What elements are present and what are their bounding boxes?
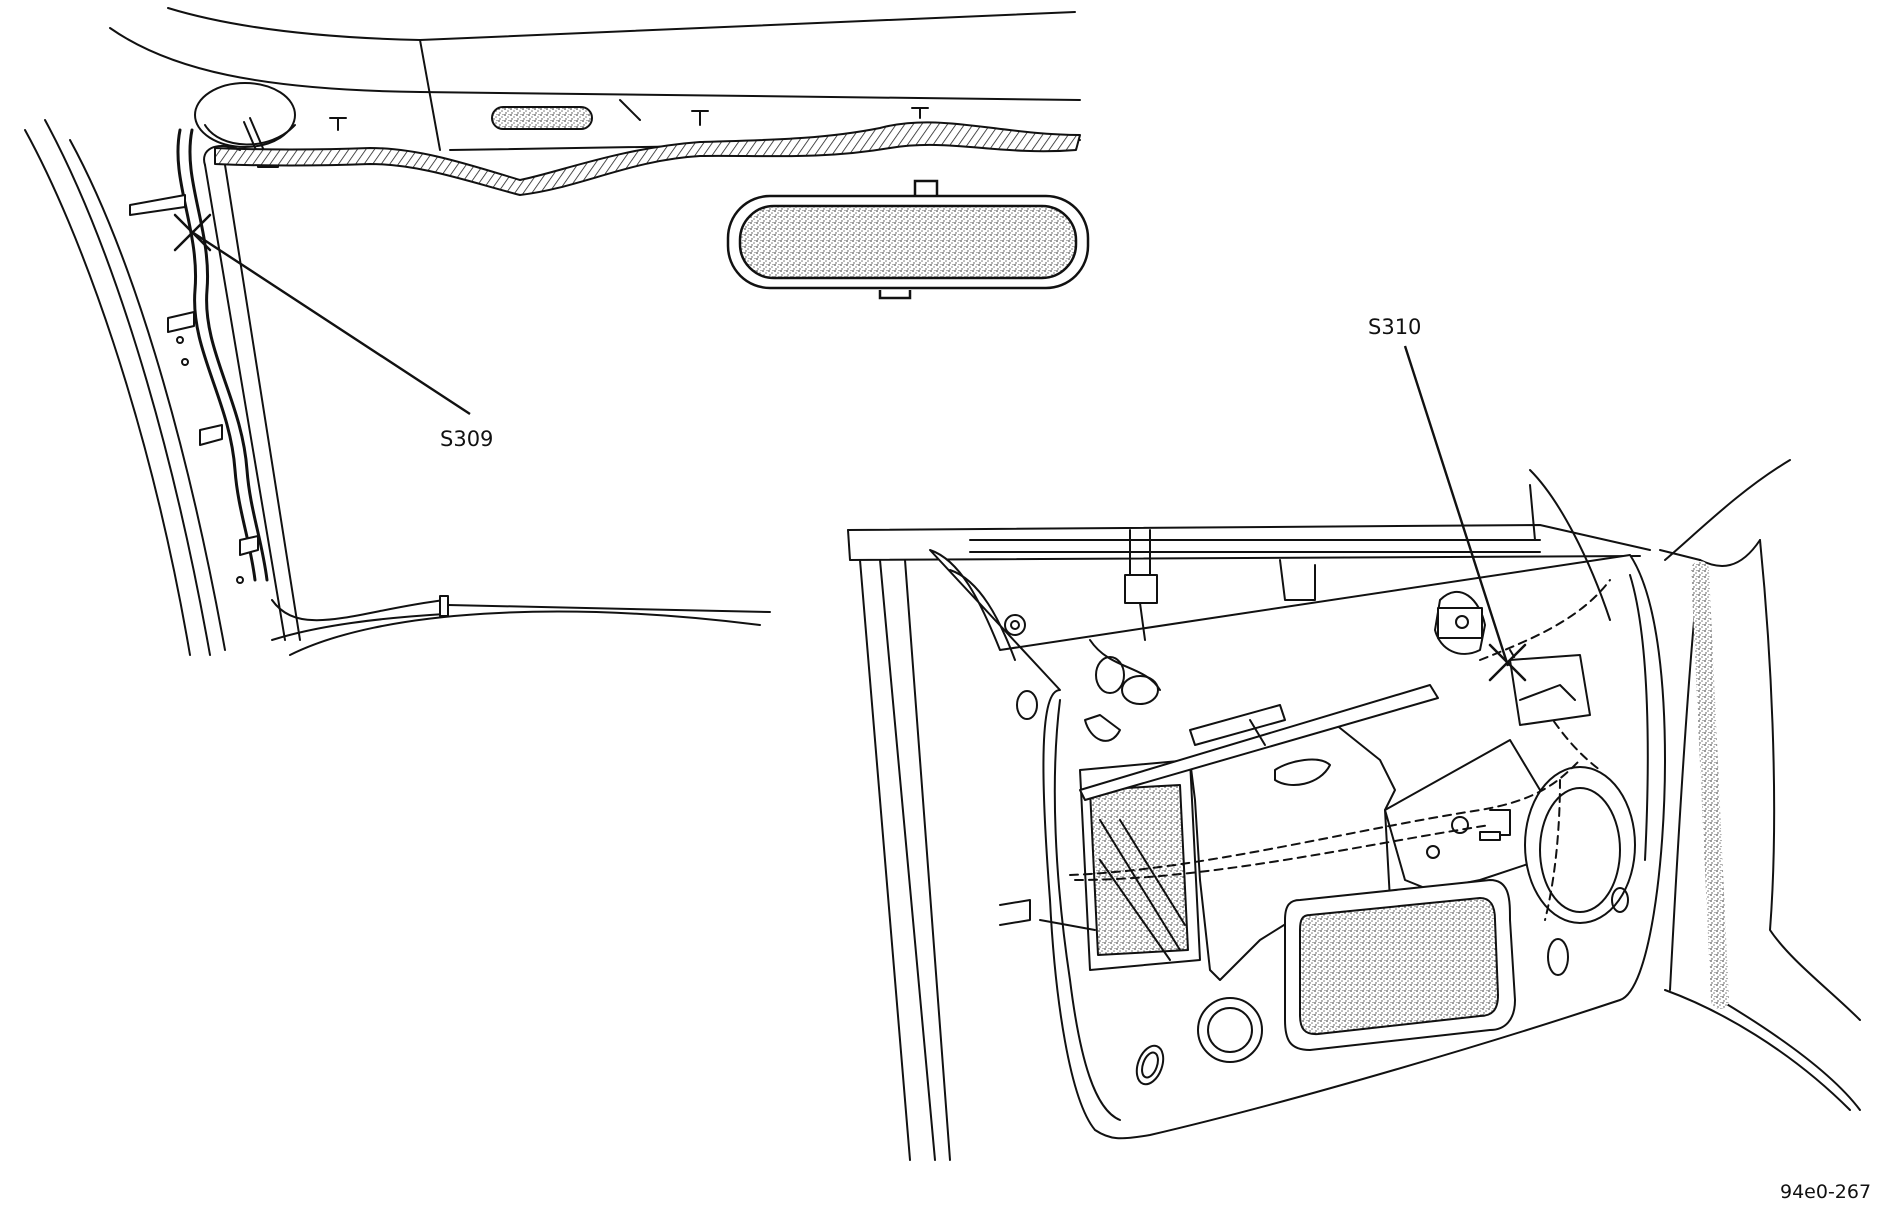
rear-view-mirror xyxy=(726,179,1090,300)
callout-s309: S309 xyxy=(191,230,493,451)
callout-label-s310: S310 xyxy=(1368,315,1421,339)
callout-s310: S310 xyxy=(1368,315,1510,667)
callout-label-s309: S309 xyxy=(440,427,493,451)
figure-number: 94e0-267 xyxy=(1780,1181,1871,1203)
s309-leader-line xyxy=(191,230,471,416)
s310-leader-line xyxy=(1403,345,1510,667)
front-door-inner-view xyxy=(847,459,1861,1161)
windshield-header-view xyxy=(24,7,1081,656)
